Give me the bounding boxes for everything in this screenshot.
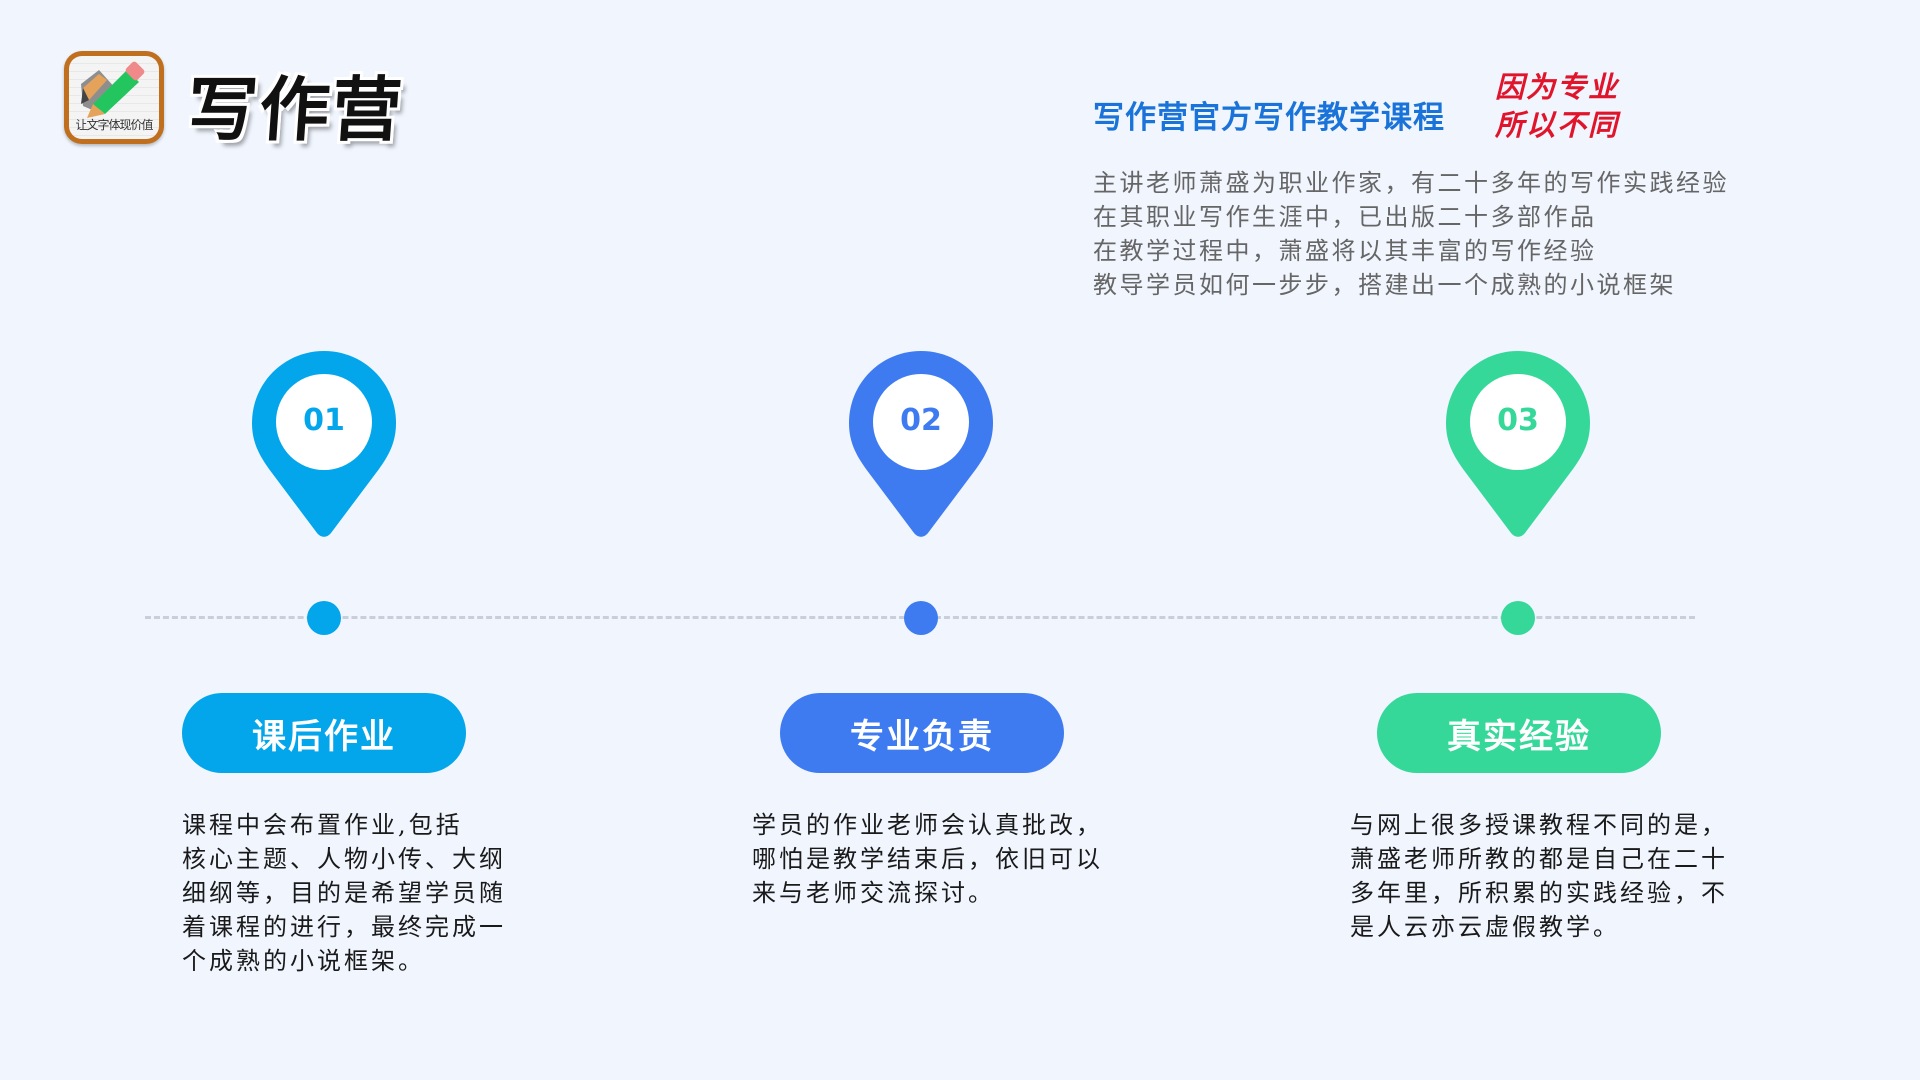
desc-line: 哪怕是教学结束后，依旧可以 — [752, 845, 1103, 873]
intro-line: 在其职业写作生涯中，已出版二十多部作品 — [1093, 203, 1597, 231]
intro-line: 主讲老师萧盛为职业作家，有二十多年的写作实践经验 — [1093, 169, 1729, 197]
desc-line: 个成熟的小说框架。 — [182, 947, 425, 975]
step-label-real-experience: 真实经验 — [1377, 693, 1661, 773]
step-description-2: 学员的作业老师会认真批改， 哪怕是教学结束后，依旧可以 来与老师交流探讨。 — [752, 808, 1103, 910]
desc-line: 萧盛老师所教的都是自己在二十 — [1350, 845, 1728, 873]
course-title: 写作营官方写作教学课程 — [1093, 100, 1445, 136]
location-pin-icon-step-1: 01 — [251, 350, 397, 540]
step-label-professional: 专业负责 — [780, 693, 1064, 773]
intro-line: 在教学过程中，萧盛将以其丰富的写作经验 — [1093, 237, 1597, 265]
location-pin-icon-step-3: 03 — [1445, 350, 1591, 540]
step-description-1: 课程中会布置作业,包括 核心主题、人物小传、大纲 细纲等，目的是希望学员随 着课… — [182, 808, 506, 978]
desc-line: 是人云亦云虚假教学。 — [1350, 913, 1620, 941]
step-label-homework: 课后作业 — [182, 693, 466, 773]
slogan: 因为专业 所以不同 — [1495, 68, 1619, 144]
timeline-dot-step-1 — [307, 601, 341, 635]
logo-caption: 让文字体现价值 — [75, 118, 153, 132]
slogan-line-1: 因为专业 — [1495, 70, 1620, 104]
desc-line: 来与老师交流探讨。 — [752, 879, 995, 907]
desc-line: 核心主题、人物小传、大纲 — [182, 845, 506, 873]
desc-line: 与网上很多授课教程不同的是， — [1350, 811, 1728, 839]
desc-line: 课程中会布置作业,包括 — [182, 811, 463, 839]
step-number: 02 — [900, 403, 942, 438]
step-number: 03 — [1497, 403, 1539, 438]
step-number: 01 — [303, 403, 345, 438]
desc-line: 着课程的进行，最终完成一 — [182, 913, 506, 941]
timeline-dot-step-3 — [1501, 601, 1535, 635]
desc-line: 学员的作业老师会认真批改， — [752, 811, 1103, 839]
brand-title: 写作营 — [184, 69, 407, 151]
desc-line: 细纲等，目的是希望学员随 — [182, 879, 506, 907]
app-logo-icon: 让文字体现价值 — [64, 51, 164, 144]
location-pin-icon-step-2: 02 — [848, 350, 994, 540]
desc-line: 多年里，所积累的实践经验，不 — [1350, 879, 1728, 907]
step-description-3: 与网上很多授课教程不同的是， 萧盛老师所教的都是自己在二十 多年里，所积累的实践… — [1350, 808, 1728, 944]
intro-line: 教导学员如何一步步，搭建出一个成熟的小说框架 — [1093, 271, 1676, 299]
teacher-intro: 主讲老师萧盛为职业作家，有二十多年的写作实践经验 在其职业写作生涯中，已出版二十… — [1093, 166, 1729, 302]
timeline-dot-step-2 — [904, 601, 938, 635]
slogan-line-2: 所以不同 — [1495, 108, 1620, 142]
pencil-icon — [81, 61, 145, 118]
